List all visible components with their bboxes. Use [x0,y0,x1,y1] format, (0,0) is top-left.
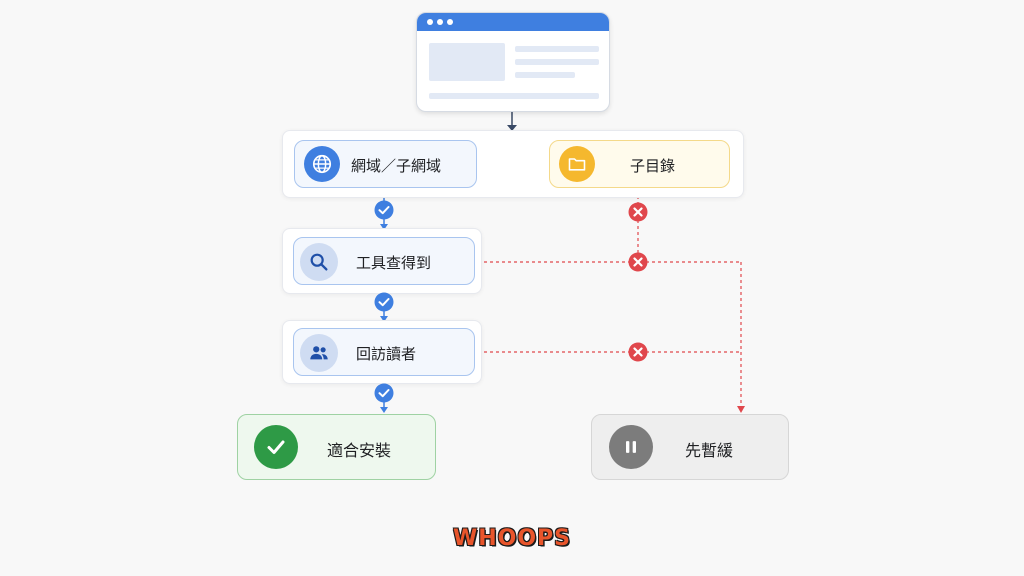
search-icon [300,243,338,281]
hold-off-node: 先暫緩 [591,414,789,480]
returning-readers-label: 回訪讀者 [356,346,417,363]
text-line-placeholder [515,46,599,52]
image-placeholder [429,43,505,81]
hold-off-label: 先暫緩 [685,443,734,460]
website-window-illustration [416,12,610,112]
text-line-placeholder [515,72,575,78]
folder-icon [559,146,595,182]
x-badge-icon [628,202,648,222]
check-badge-icon [374,200,394,220]
whoops-logo: WHOOPS [452,526,572,551]
people-icon [300,334,338,372]
globe-icon [304,146,340,182]
subdirectory-node: 子目錄 [549,140,730,188]
tool-findable-node: 工具查得到 [293,237,475,285]
check-badge-icon [374,383,394,403]
text-line-placeholder [429,93,599,99]
checkmark-icon [254,425,298,469]
suitable-install-label: 適合安裝 [327,443,392,460]
text-line-placeholder [515,59,599,65]
pause-icon [609,425,653,469]
x-badge-icon [628,342,648,362]
tool-findable-label: 工具查得到 [356,255,432,272]
check-badge-icon [374,292,394,312]
window-title-bar [417,13,609,31]
domain-label: 網域／子網域 [351,158,442,175]
x-badge-icon [628,252,648,272]
returning-readers-node: 回訪讀者 [293,328,475,376]
domain-node: 網域／子網域 [294,140,477,188]
suitable-install-node: 適合安裝 [237,414,436,480]
subdirectory-label: 子目錄 [630,158,676,175]
